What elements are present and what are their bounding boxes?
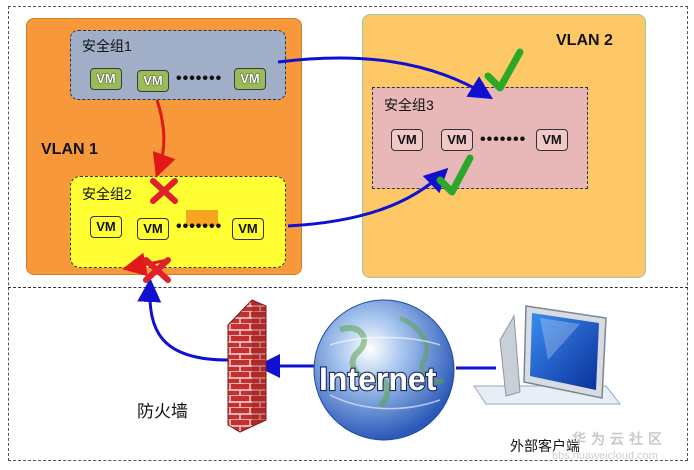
watermark-url: bbs.huaweicloud.com <box>552 450 658 462</box>
highlight-block <box>186 210 218 226</box>
external-client-label: 外部客户端 <box>510 438 580 454</box>
deny-arrow-sg1-to-sg2 <box>152 99 176 178</box>
vm-sg3-ellipsis: ••••••• <box>480 131 527 148</box>
cross-icon-sg1-to-sg2 <box>150 178 178 204</box>
internet-globe-icon: Internet <box>313 299 455 441</box>
vm-sg2-b: VM <box>137 218 169 240</box>
client-computer-icon <box>473 305 622 405</box>
vm-sg3-c: VM <box>536 129 568 151</box>
watermark-brand: 华为云社区 <box>572 431 667 447</box>
allow-arrow-sg2-to-sg3 <box>287 167 449 228</box>
firewall-label: 防火墙 <box>137 402 188 421</box>
security-group-1-label: 安全组1 <box>82 38 132 54</box>
vm-sg1-b: VM <box>137 70 169 92</box>
vm-sg2-c: VM <box>232 218 264 240</box>
cross-icon-firewall-to-sg2 <box>143 257 171 283</box>
network-boundary-line <box>8 287 688 288</box>
vm-sg2-ellipsis: ••••••• <box>176 218 223 235</box>
firewall-icon <box>227 299 267 433</box>
internet-label: Internet <box>319 361 437 397</box>
check-icon-sg2-to-sg3 <box>436 154 474 196</box>
inbound-arrow-firewall-to-vlan1 <box>137 278 229 362</box>
check-icon-sg1-to-sg3 <box>484 48 524 92</box>
vlan2-label: VLAN 2 <box>556 32 613 49</box>
vm-sg1-a: VM <box>90 68 122 90</box>
vm-sg2-a: VM <box>90 216 122 238</box>
security-group-3-label: 安全组3 <box>384 97 434 113</box>
vm-sg3-b: VM <box>441 129 473 151</box>
vlan1-label: VLAN 1 <box>41 141 98 158</box>
allow-arrow-sg1-to-sg3 <box>277 56 494 100</box>
vm-sg3-a: VM <box>391 129 423 151</box>
security-group-2-label: 安全组2 <box>82 186 132 202</box>
diagram-frame <box>8 6 688 461</box>
vm-sg1-c: VM <box>234 68 266 90</box>
vm-sg1-ellipsis: ••••••• <box>176 70 223 87</box>
